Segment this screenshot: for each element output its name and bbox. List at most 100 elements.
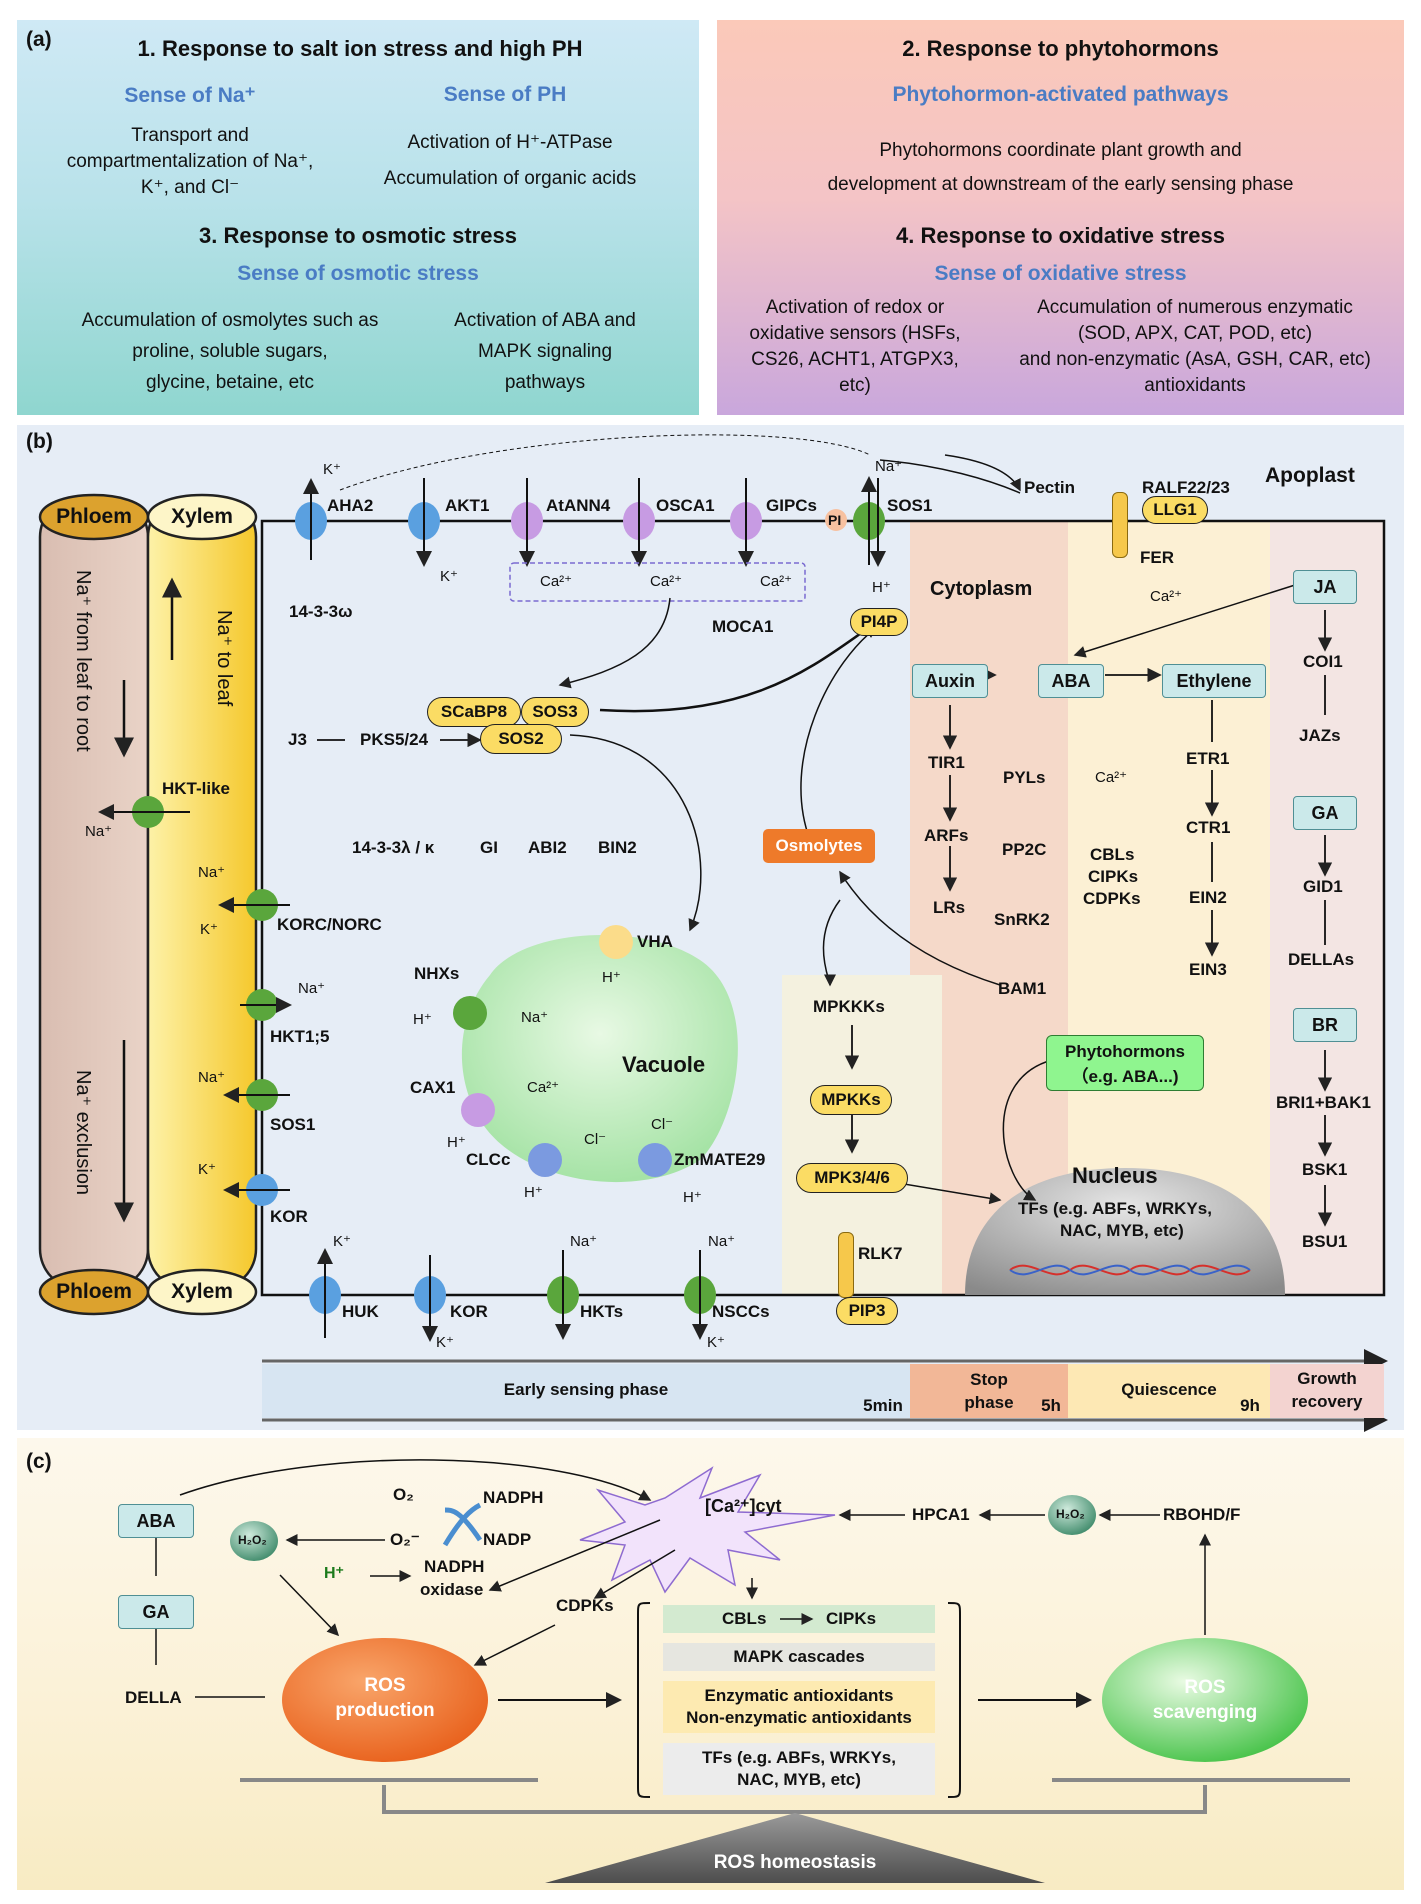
nucleus-tfs-line2: NAC, MYB, etc): [1060, 1221, 1184, 1240]
osca1-channel: [623, 478, 655, 567]
abi2-label: ABI2: [528, 838, 567, 857]
na-ion-hkt: Na⁺: [85, 823, 113, 840]
korc-transporter: [218, 889, 290, 921]
nucleus-shape: [965, 1168, 1285, 1295]
sos1-top-label: SOS1: [887, 496, 933, 515]
phloem-top-text: Na⁺ from leaf to root: [72, 570, 94, 752]
j3-label: J3: [288, 730, 307, 749]
bsu1-label: BSU1: [1302, 1232, 1348, 1251]
homeostasis-triangle: [545, 1813, 1045, 1883]
c-nox2: oxidase: [420, 1580, 484, 1599]
s4-b1: Accumulation of numerous enzymatic: [1037, 297, 1353, 318]
akt1-channel: [408, 478, 440, 567]
h-ion-nhxs: H⁺: [413, 1011, 432, 1028]
vacuole-shape: [461, 934, 738, 1183]
c-mapk: MAPK cascades: [733, 1647, 865, 1666]
s2-line1: Phytohormons coordinate plant growth and: [879, 140, 1242, 161]
14-3-3lk-label: 14-3-3λ / κ: [352, 838, 435, 857]
k-ion-kor-bottom: K⁺: [436, 1334, 454, 1351]
c-cipks: CIPKs: [826, 1609, 877, 1628]
c-h2o2-right: H₂O₂: [1056, 1507, 1085, 1521]
tir1-label: TIR1: [928, 753, 965, 772]
kor-left-transporter: [223, 1174, 290, 1206]
cl-ion-clcc: Cl⁻: [584, 1131, 607, 1148]
s4-a4: etc): [839, 375, 871, 396]
s4-a3: CS26, ACHT1, ATGPX3,: [751, 349, 959, 370]
apoplast-label: Apoplast: [1265, 464, 1355, 487]
c-nadp: NADP: [483, 1530, 532, 1549]
lrs-label: LRs: [933, 898, 966, 917]
coi1-label: COI1: [1303, 652, 1343, 671]
cax1-label: CAX1: [410, 1078, 456, 1097]
atann4-channel: [511, 478, 543, 567]
s1-ph-head: Sense of PH: [443, 83, 567, 106]
na-ion-nhxs: Na⁺: [521, 1009, 549, 1026]
aha2-channel: [295, 478, 327, 560]
zmmate-channel: [638, 1143, 672, 1177]
mpkkks-label: MPKKKs: [813, 997, 885, 1016]
k-ion-kor: K⁺: [198, 1161, 216, 1178]
panel-c-label: (c): [26, 1450, 52, 1473]
na-ion-hkts: Na⁺: [570, 1233, 598, 1250]
ethylene-box: Ethylene: [1162, 664, 1266, 698]
huk-label: HUK: [342, 1302, 379, 1321]
panel-a-left: [17, 20, 699, 415]
panel-a-right: [717, 20, 1404, 415]
ca-ion-fer: Ca²⁺: [1150, 588, 1183, 605]
sos3-pill: SOS3: [521, 697, 589, 727]
s4-b3: and non-enzymatic (AsA, GSH, CAR, etc): [1019, 349, 1371, 370]
s4-b2: (SOD, APX, CAT, POD, etc): [1077, 323, 1313, 344]
hkt-like-label: HKT-like: [162, 779, 231, 798]
xylem-bottom-label: Xylem: [171, 1280, 233, 1303]
ja-box: JA: [1293, 570, 1357, 604]
s1-na-line3: K⁺, and Cl⁻: [140, 177, 240, 198]
t-5min: 5min: [863, 1396, 903, 1415]
ca-ion-2: Ca²⁺: [650, 573, 683, 590]
pectin-label: Pectin: [1024, 478, 1076, 497]
c-h2o2-left: H₂O₂: [238, 1533, 267, 1547]
t-5h: 5h: [1041, 1396, 1061, 1415]
kor-bottom-label: KOR: [450, 1302, 488, 1321]
c-hplus: H⁺: [324, 1565, 344, 1582]
s1-na-head: Sense of Na⁺: [124, 84, 256, 107]
na-ion-hkt15: Na⁺: [298, 980, 326, 997]
rlk7-label: RLK7: [858, 1244, 903, 1263]
nhxs-label: NHXs: [414, 964, 460, 983]
s3-b2: MAPK signaling: [477, 341, 613, 362]
s3-a2: proline, soluble sugars,: [132, 341, 328, 362]
14-3-3w-label: 14-3-3ω: [289, 602, 353, 621]
sos1-top-channel: [853, 476, 886, 567]
c-ros-scav-line2: scavenging: [1152, 1702, 1258, 1723]
bsk1-label: BSK1: [1302, 1160, 1348, 1179]
hkt15-label: HKT1;5: [270, 1027, 330, 1046]
rlk7-receptor: [838, 1232, 854, 1298]
atann4-label: AtANN4: [546, 496, 611, 515]
c-hpca1: HPCA1: [912, 1505, 970, 1524]
c-aba-box: ABA: [118, 1504, 194, 1538]
k-ion-korc: K⁺: [200, 921, 218, 938]
c-cdpks: CDPKs: [556, 1596, 614, 1615]
hkts-channel: [547, 1250, 579, 1340]
s2-title: 2. Response to phytohormons: [902, 36, 1219, 61]
nsccs-label: NSCCs: [712, 1302, 770, 1321]
bam1-label: BAM1: [998, 979, 1047, 998]
pp2c-label: PP2C: [1002, 840, 1047, 859]
clcc-channel: [528, 1143, 562, 1177]
sos1-left-label: SOS1: [270, 1115, 316, 1134]
osmolytes-box: Osmolytes: [763, 829, 875, 863]
phytohormons-line1: Phytohormons: [1065, 1042, 1185, 1061]
cdpks-label: CDPKs: [1083, 889, 1141, 908]
s4-title: 4. Response to oxidative stress: [896, 223, 1225, 248]
ca-cyt-burst: [579, 1466, 836, 1594]
nhxs-exchanger: [453, 996, 487, 1030]
c-o2-minus: O₂⁻: [390, 1530, 420, 1549]
c-nox1: NADPH: [424, 1557, 485, 1576]
h-ion-zmmate: H⁺: [683, 1189, 702, 1206]
osca1-label: OSCA1: [656, 496, 715, 515]
c-ros-prod-line1: ROS: [364, 1675, 406, 1696]
jazs-label: JAZs: [1299, 726, 1341, 745]
fer-label: FER: [1140, 548, 1174, 567]
c-o2: O₂: [393, 1485, 414, 1504]
na-ion-nsccs: Na⁺: [708, 1233, 736, 1250]
